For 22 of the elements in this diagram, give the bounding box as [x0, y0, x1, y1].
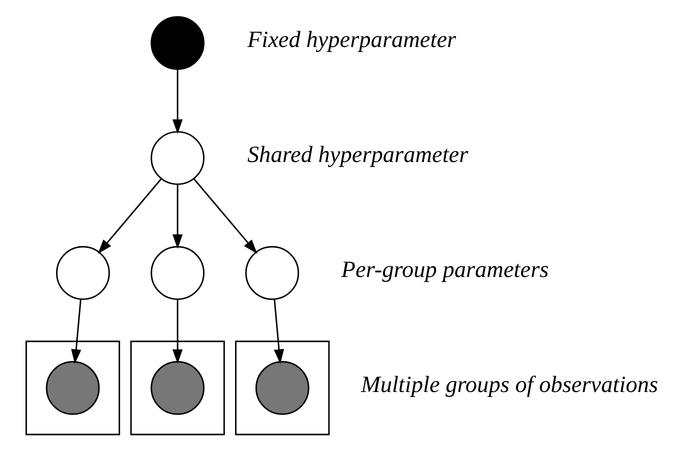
- node-circle: [46, 361, 100, 415]
- node-circle: [245, 246, 300, 300]
- node-circle: [150, 131, 204, 185]
- node-label: Multiple groups of observations: [360, 372, 658, 398]
- arrow: [71, 299, 82, 364]
- arrow: [172, 184, 183, 249]
- arrow: [274, 299, 284, 364]
- node-circle: [150, 361, 204, 415]
- arrow: [98, 178, 162, 254]
- node-label: Fixed hyperparameter: [247, 27, 456, 54]
- node-circle: [150, 16, 204, 70]
- node-circle: [255, 361, 310, 415]
- node-circle: [56, 246, 110, 300]
- arrow: [172, 69, 183, 134]
- arrow: [172, 299, 183, 364]
- cluster: [25, 340, 120, 436]
- node-label: Shared hyperparameter: [247, 142, 468, 168]
- node-label: Per-group parameters: [341, 257, 549, 284]
- arrow: [194, 178, 258, 254]
- cluster: [130, 340, 225, 436]
- cluster: [235, 340, 330, 436]
- node-circle: [150, 246, 204, 300]
